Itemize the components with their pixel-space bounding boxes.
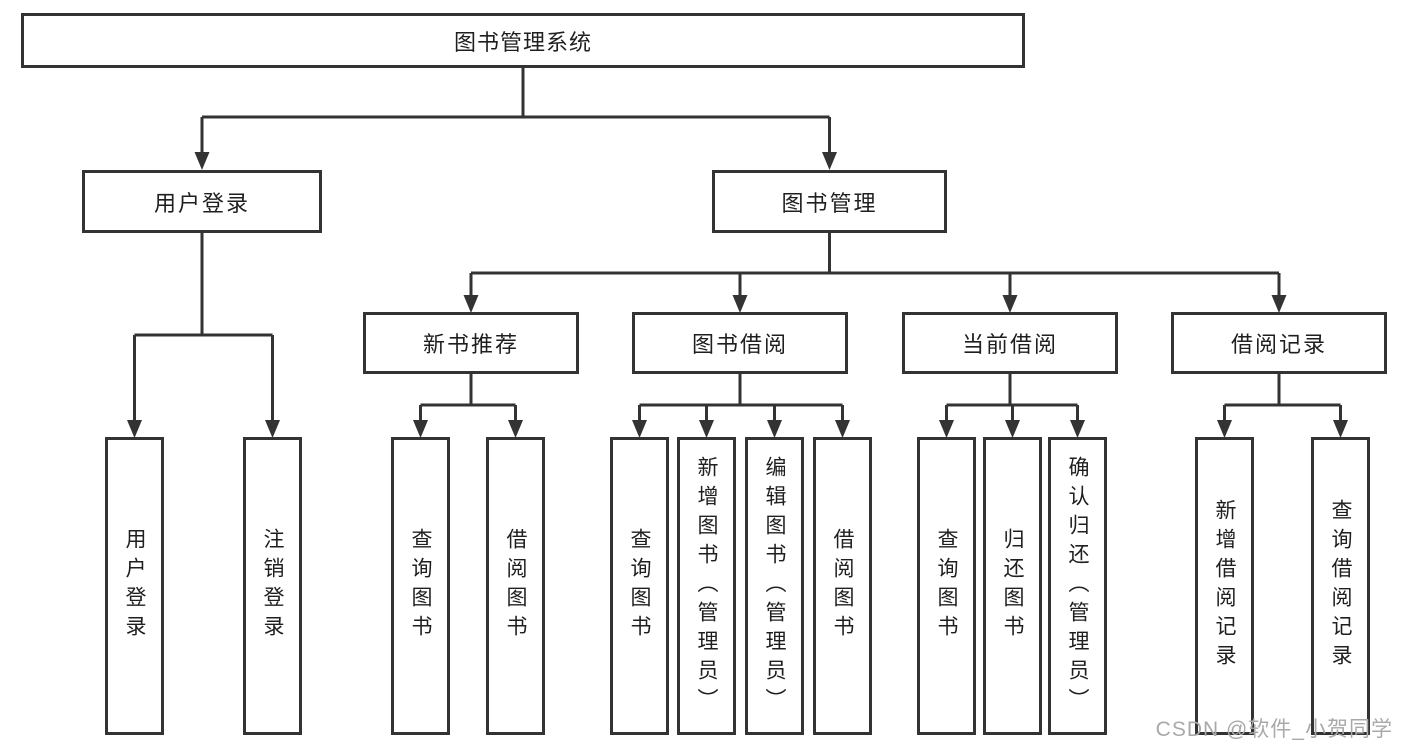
node-book-borrowing: 图书借阅 xyxy=(632,312,848,374)
node-new-book-recommendation: 新书推荐 xyxy=(363,312,579,374)
node-book-management: 图书管理 xyxy=(712,170,947,233)
leaf-borrowing-borrow-books: 借阅图书 xyxy=(813,437,872,735)
leaf-logout: 注销登录 xyxy=(243,437,302,735)
node-user-login: 用户登录 xyxy=(82,170,322,233)
leaf-borrowing-add-books-admin: 新增图书（管理员） xyxy=(677,437,736,735)
node-current-borrowing: 当前借阅 xyxy=(902,312,1118,374)
arrowheads xyxy=(127,152,1348,438)
leaf-current-return-books: 归还图书 xyxy=(983,437,1042,735)
leaf-current-confirm-return-admin: 确认归还（管理员） xyxy=(1048,437,1107,735)
leaf-recommend-borrow-books: 借阅图书 xyxy=(486,437,545,735)
leaf-current-query-books: 查询图书 xyxy=(917,437,976,735)
node-borrowing-records: 借阅记录 xyxy=(1171,312,1387,374)
leaf-borrowing-query-books: 查询图书 xyxy=(610,437,669,735)
watermark: CSDN @软件_小贺同学 xyxy=(1155,718,1393,741)
leaf-records-add-record: 新增借阅记录 xyxy=(1195,437,1254,735)
node-root-system: 图书管理系统 xyxy=(21,13,1025,68)
leaf-recommend-query-books: 查询图书 xyxy=(391,437,450,735)
leaf-user-login: 用户登录 xyxy=(105,437,164,735)
leaf-borrowing-edit-books-admin: 编辑图书（管理员） xyxy=(745,437,804,735)
leaf-records-query-record: 查询借阅记录 xyxy=(1311,437,1370,735)
